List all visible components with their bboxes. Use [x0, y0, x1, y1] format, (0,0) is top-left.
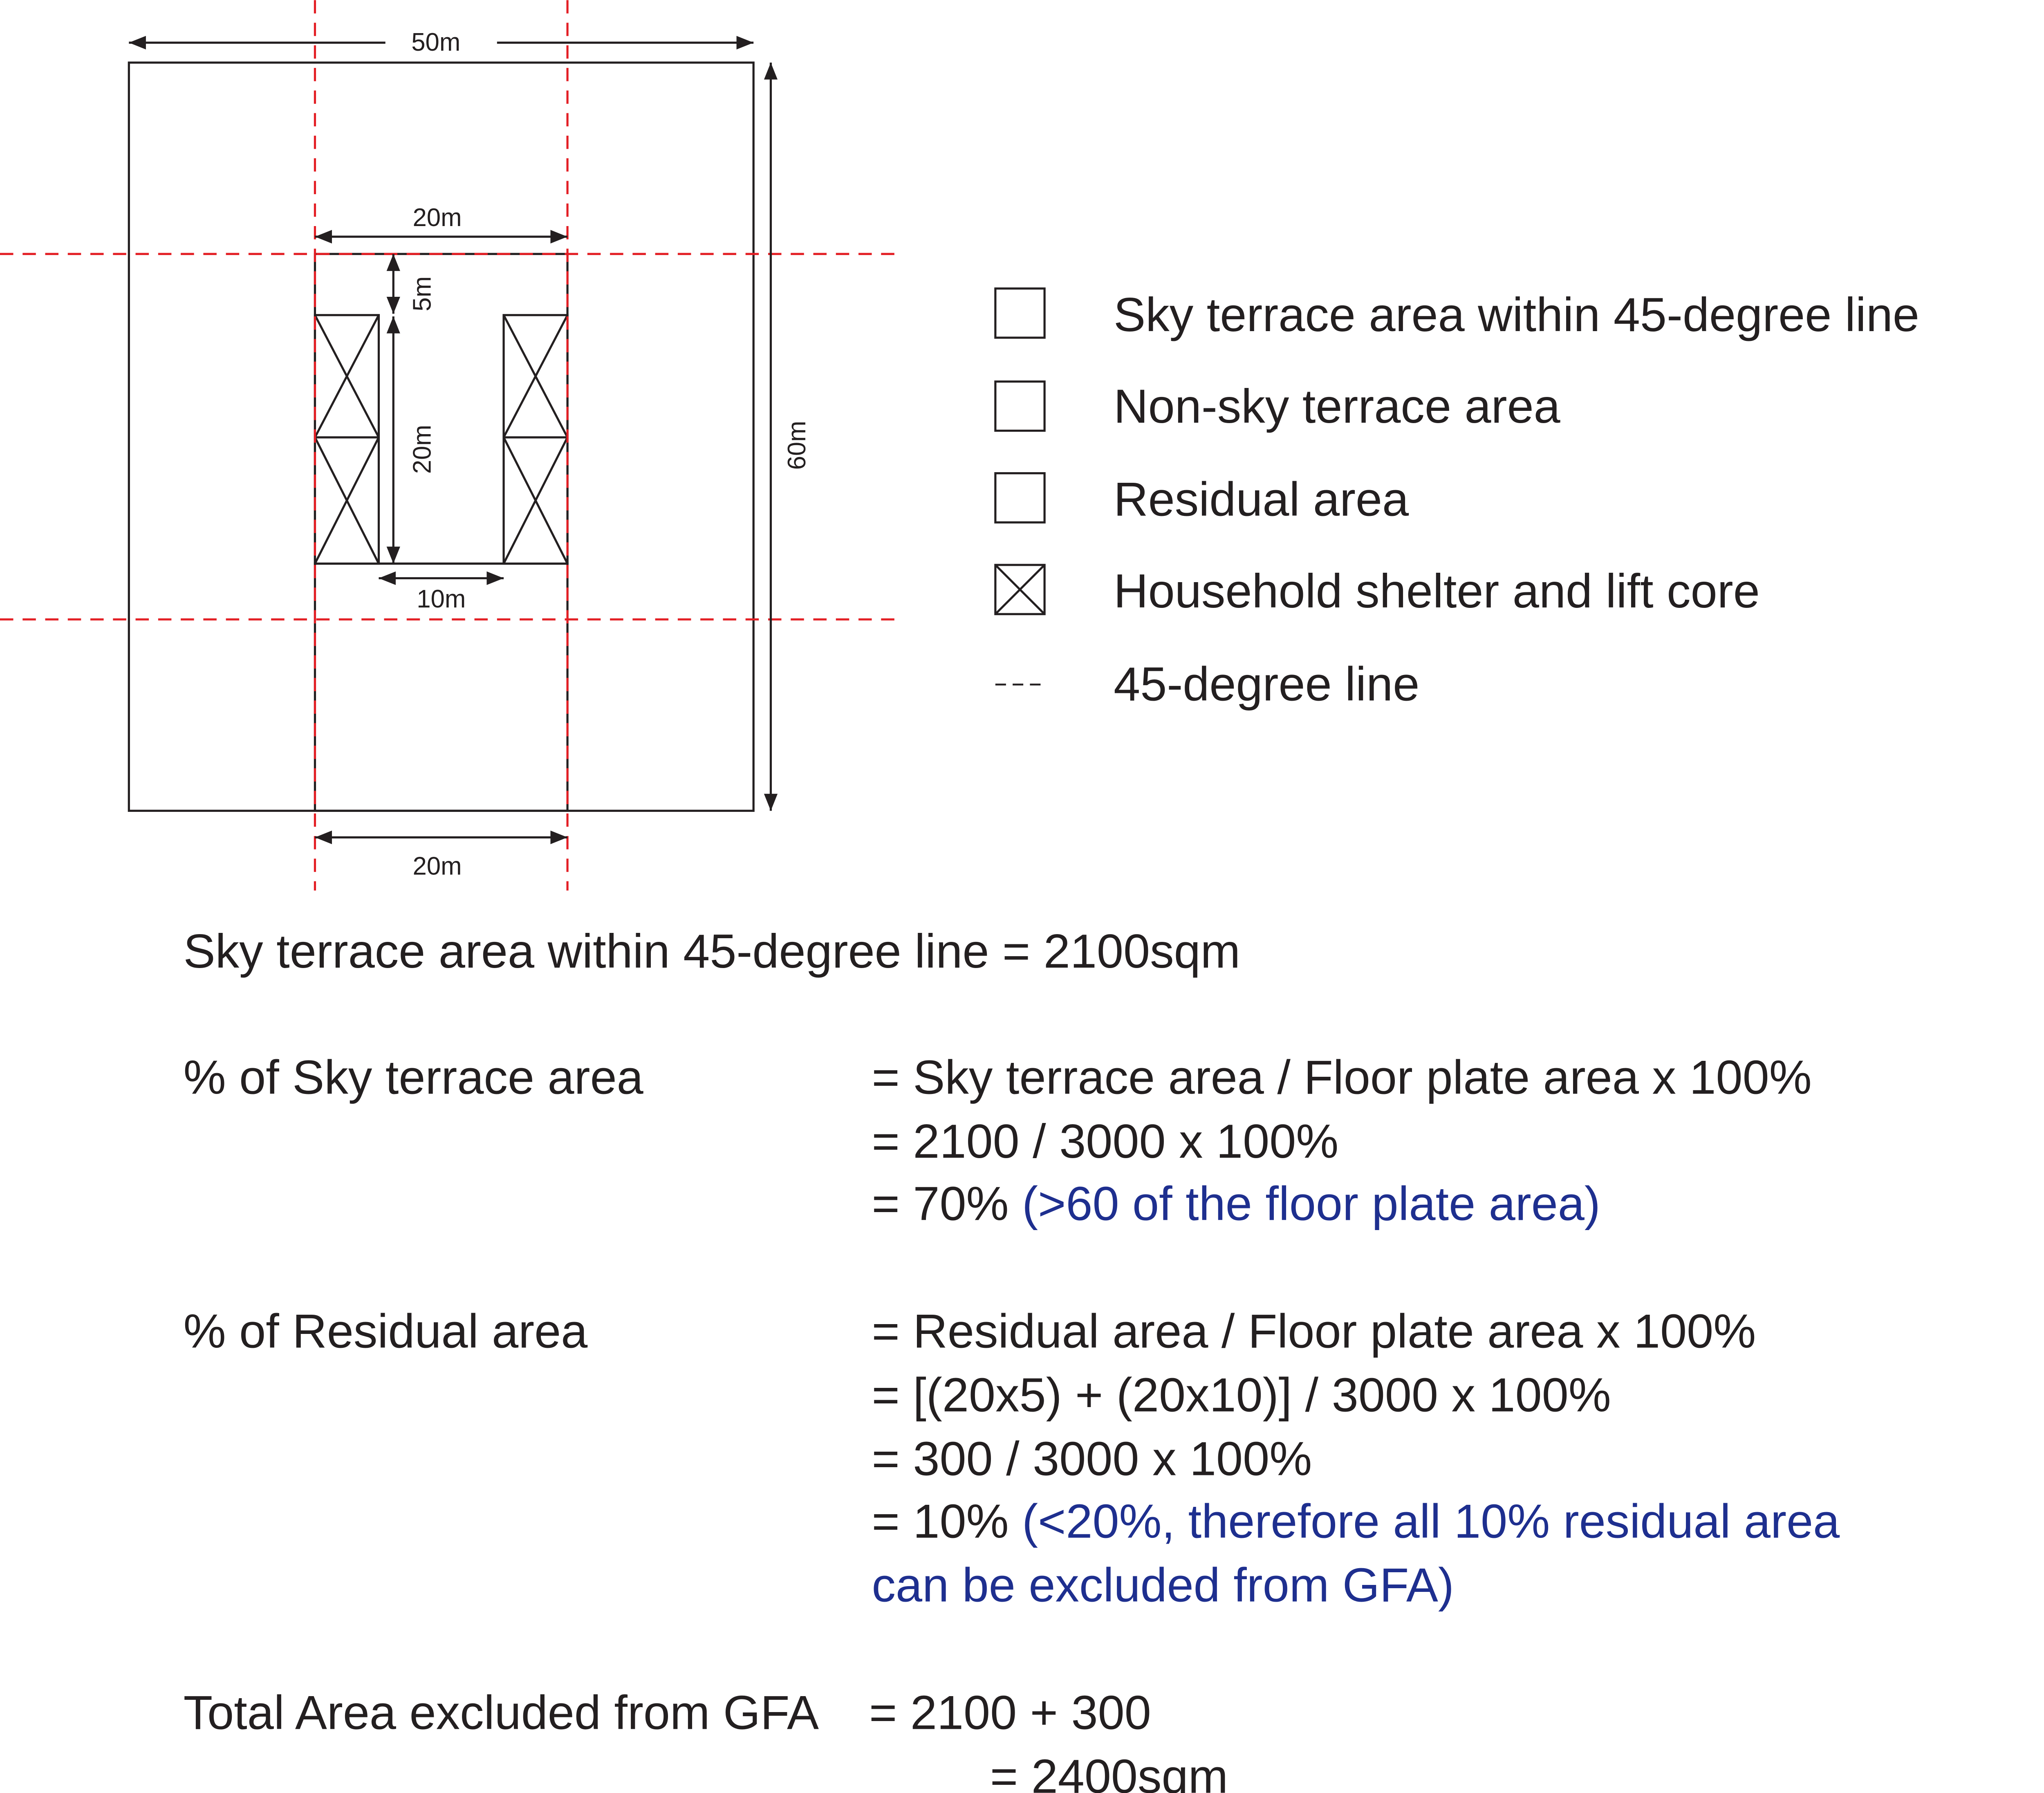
floor-plan: 50m 20m 5m 20m 10m 60m 20m [0, 0, 904, 891]
legend: Sky terrace area within 45-degree line N… [994, 287, 1919, 711]
calculations: Sky terrace area within 45-degree line =… [184, 924, 1840, 1793]
legend-swatch-non-sky-terrace [994, 380, 1046, 432]
legend-label: 45-degree line [1114, 657, 1419, 711]
total-label: Total Area excluded from GFA [184, 1686, 819, 1739]
shelter-core-right [502, 314, 569, 565]
legend-swatch-sky-terrace [994, 287, 1046, 339]
sky-pct-line: = 70% [872, 1177, 1022, 1230]
res-pct-line: = [(20x5) + (20x10)] / 3000 x 100% [872, 1368, 1611, 1422]
legend-label: Residual area [1114, 473, 1409, 526]
res-pct-label: % of Residual area [184, 1304, 588, 1358]
total-line: = 2100 + 300 [869, 1686, 1151, 1739]
res-pct-result: = 10% (<20%, therefore all 10% residual … [872, 1495, 1840, 1548]
res-pct-note-cont: can be excluded from GFA) [872, 1558, 1454, 1612]
legend-label: Non-sky terrace area [1114, 379, 1560, 433]
dim-height: 60m [783, 421, 811, 470]
sky-pct-label: % of Sky terrace area [184, 1051, 644, 1104]
sky-pct-note: (>60 of the floor plate area) [1022, 1177, 1600, 1230]
res-pct-line: = Residual area / Floor plate area x 100… [872, 1304, 1756, 1358]
legend-swatch-residual [994, 472, 1046, 524]
dimension-lines [129, 36, 778, 844]
cross-box-icon [994, 564, 1046, 615]
res-pct-line: = 300 / 3000 x 100% [872, 1432, 1312, 1486]
shelter-core-left [314, 314, 380, 565]
legend-label: Household shelter and lift core [1114, 564, 1760, 618]
sky-pct-line: = 2100 / 3000 x 100% [872, 1114, 1339, 1168]
45-degree-lines [0, 0, 904, 891]
sky-pct-result: = 70% (>60 of the floor plate area) [872, 1177, 1600, 1230]
res-pct-note: (<20%, therefore all 10% residual area [1022, 1495, 1840, 1548]
dim-gap-width: 10m [417, 585, 466, 613]
sky-total: Sky terrace area within 45-degree line =… [184, 924, 1241, 978]
sky-pct-line: = Sky terrace area / Floor plate area x … [872, 1051, 1812, 1104]
sky-terrace-area [128, 61, 755, 812]
total-line: = 2400sqm [990, 1750, 1228, 1793]
dim-bottom-width: 20m [412, 852, 462, 880]
dim-residual-depth: 5m [408, 276, 436, 312]
dim-top-width: 50m [411, 28, 460, 56]
legend-label: Sky terrace area within 45-degree line [1114, 288, 1919, 341]
dim-core-length: 20m [408, 425, 436, 474]
dim-inner-top-width: 20m [412, 204, 462, 232]
res-pct-line: = 10% [872, 1495, 1022, 1548]
